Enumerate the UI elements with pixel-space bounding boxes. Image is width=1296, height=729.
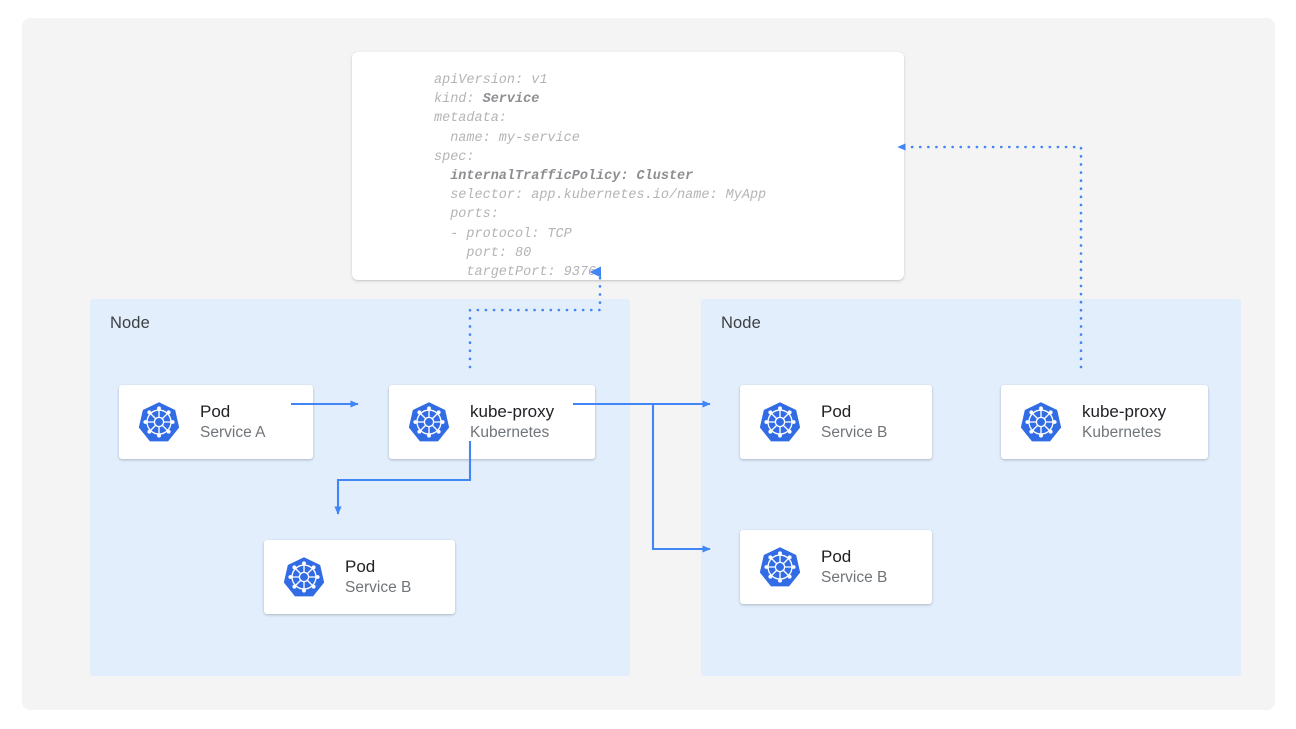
- kubernetes-logo-icon: [138, 402, 180, 442]
- kube-proxy-left-subtitle: Kubernetes: [470, 424, 550, 442]
- pod-service-b-remote-1-title: Pod: [821, 402, 852, 422]
- pod-service-b-remote-2-title: Pod: [821, 547, 852, 567]
- pod-service-b-local-subtitle: Service B: [345, 579, 412, 597]
- pod-service-b-local-title: Pod: [345, 557, 376, 577]
- pod-service-a-title: Pod: [200, 402, 231, 422]
- kube-proxy-left-card[interactable]: kube-proxy Kubernetes: [389, 385, 595, 459]
- pod-service-b-local-text: Pod Service B: [345, 557, 411, 596]
- kube-proxy-left-text: kube-proxy Kubernetes: [470, 402, 554, 441]
- kubernetes-logo-icon: [283, 557, 325, 597]
- yaml-line-1: kind: Service: [434, 92, 540, 108]
- kubernetes-logo-icon: [759, 402, 801, 442]
- diagram-canvas: apiVersion: v1 kind: Service metadata: nam…: [22, 18, 1275, 710]
- kubernetes-logo-icon: [1020, 402, 1062, 442]
- node-right: Node: [701, 299, 1241, 676]
- pod-service-a-card[interactable]: Pod Service A: [119, 385, 313, 459]
- service-spec-card: apiVersion: v1 kind: Service metadata: nam…: [352, 52, 904, 280]
- kube-proxy-right-title: kube-proxy: [1082, 402, 1167, 422]
- pod-service-b-local-card[interactable]: Pod Service B: [264, 540, 455, 614]
- yaml-line-3: name: my-service: [434, 130, 580, 146]
- pod-service-b-remote-2-card[interactable]: Pod Service B: [740, 530, 932, 604]
- yaml-line-9: port: 80: [434, 245, 532, 261]
- pod-service-a-subtitle: Service A: [200, 424, 266, 442]
- yaml-line-2: metadata:: [434, 111, 507, 127]
- yaml-line-6: selector: app.kubernetes.io/name: MyApp: [434, 188, 767, 204]
- node-left-label: Node: [110, 314, 150, 332]
- kubernetes-logo-icon: [759, 547, 801, 587]
- kubernetes-logo-icon: [408, 402, 450, 442]
- kube-proxy-right-subtitle: Kubernetes: [1082, 424, 1162, 442]
- node-right-label: Node: [721, 314, 761, 332]
- pod-service-b-remote-2-text: Pod Service B: [821, 547, 887, 586]
- yaml-line-5: internalTrafficPolicy: Cluster: [434, 169, 694, 185]
- yaml-line-8: - protocol: TCP: [434, 226, 572, 242]
- yaml-line-10: targetPort: 9376: [434, 265, 597, 281]
- kube-proxy-left-title: kube-proxy: [470, 402, 555, 422]
- pod-service-b-remote-1-subtitle: Service B: [821, 424, 888, 442]
- kube-proxy-right-text: kube-proxy Kubernetes: [1082, 402, 1166, 441]
- service-spec-yaml: apiVersion: v1 kind: Service metadata: nam…: [434, 71, 766, 282]
- pod-service-a-text: Pod Service A: [200, 402, 265, 441]
- pod-service-b-remote-1-text: Pod Service B: [821, 402, 887, 441]
- pod-service-b-remote-1-card[interactable]: Pod Service B: [740, 385, 932, 459]
- yaml-line-7: ports:: [434, 207, 499, 223]
- kube-proxy-right-card[interactable]: kube-proxy Kubernetes: [1001, 385, 1208, 459]
- yaml-line-4: spec:: [434, 149, 475, 165]
- yaml-line-1-emphasis: Service: [482, 92, 540, 108]
- node-left: Node: [90, 299, 630, 676]
- yaml-line-0: apiVersion: v1: [434, 73, 548, 88]
- pod-service-b-remote-2-subtitle: Service B: [821, 569, 888, 587]
